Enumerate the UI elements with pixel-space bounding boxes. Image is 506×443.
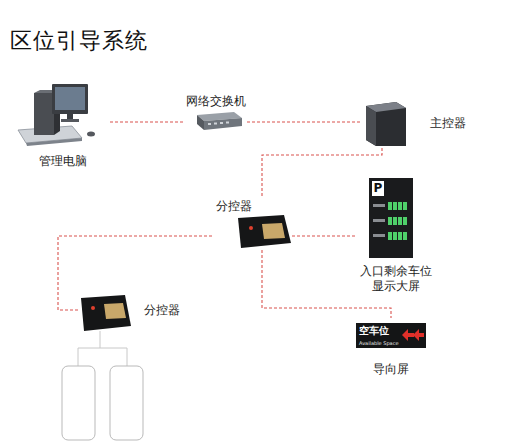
switch-icon xyxy=(197,112,242,130)
device-node: 分控器 xyxy=(78,292,183,332)
device-label: 网络交换机 xyxy=(185,94,247,109)
guide-screen-icon xyxy=(356,323,426,348)
device-node: 分控器 xyxy=(212,198,292,250)
sensor-shape xyxy=(62,366,95,440)
dashed-connector xyxy=(292,235,355,236)
screen-text: P xyxy=(372,181,384,196)
device-label: 分控器 xyxy=(144,303,183,318)
device-node: 网络交换机 xyxy=(185,94,247,134)
sensor-leads xyxy=(78,331,127,366)
device-label: 主控器 xyxy=(430,116,477,131)
dashed-connector xyxy=(58,236,212,310)
main-controller-icon xyxy=(366,102,406,146)
dashed-connector xyxy=(247,121,362,122)
computer-icon xyxy=(18,84,95,146)
device-label: 入口剩余车位 显示大屏 xyxy=(355,264,437,294)
device-label: 分控器 xyxy=(216,199,258,214)
big-screen-icon xyxy=(369,178,413,258)
device-node: 管理电脑 xyxy=(15,80,110,168)
sub-controller-icon xyxy=(81,295,131,331)
dashed-connector xyxy=(110,121,185,122)
diagram-title: 区位引导系统 xyxy=(10,26,148,56)
dashed-connector xyxy=(262,250,391,318)
device-label: 导向屏 xyxy=(350,362,432,377)
sensor-shape xyxy=(110,366,143,440)
device-node: 入口剩余车位 显示大屏 xyxy=(355,176,437,294)
device-label: 管理电脑 xyxy=(15,154,110,169)
sub-controller-icon xyxy=(238,215,291,248)
dashed-connector xyxy=(262,148,382,198)
screen-text: Available Space xyxy=(359,339,401,347)
device-node: 主控器 xyxy=(362,100,477,148)
screen-text: 空车位 xyxy=(359,324,401,337)
